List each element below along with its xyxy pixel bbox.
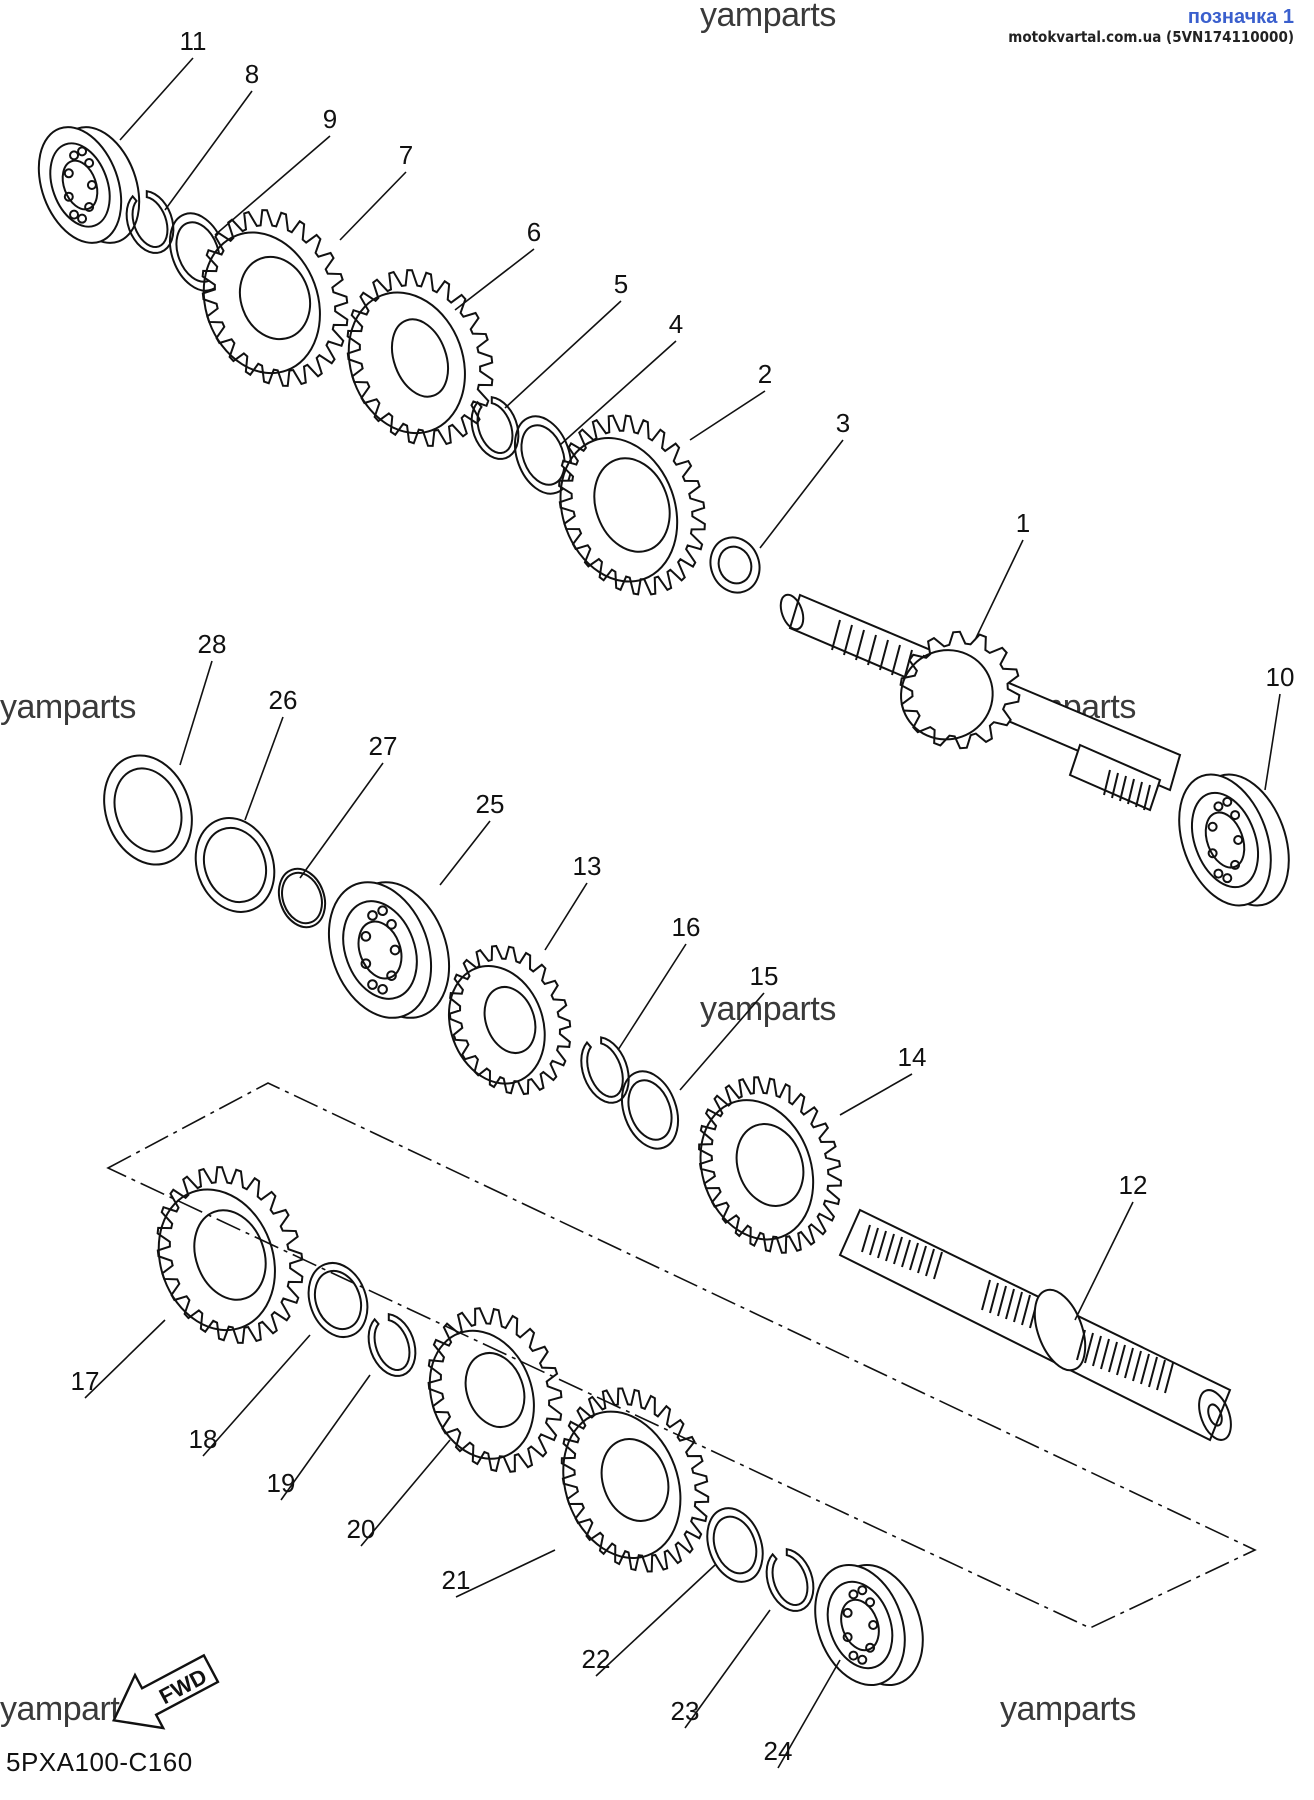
callout-1: 1 <box>1016 508 1030 538</box>
callout-22: 22 <box>582 1644 611 1674</box>
leader-27 <box>299 762 384 879</box>
circlip-16 <box>580 1036 630 1104</box>
leader-4 <box>559 340 677 446</box>
gear-7 <box>201 209 349 387</box>
leader-3 <box>759 439 844 549</box>
callout-17: 17 <box>71 1366 100 1396</box>
callout-18: 18 <box>189 1424 218 1454</box>
callout-5: 5 <box>614 269 628 299</box>
watermark-center: yamparts <box>700 990 836 1028</box>
leader-12 <box>1074 1201 1134 1321</box>
gear-2 <box>558 414 706 596</box>
callout-7: 7 <box>399 140 413 170</box>
stamp-source: motokvartal.com.ua (5VN174110000) <box>1008 28 1294 46</box>
drive-axle <box>838 1208 1232 1442</box>
leader-17 <box>84 1319 166 1399</box>
callout-20: 20 <box>347 1514 376 1544</box>
collar-3 <box>709 536 761 594</box>
leader-18 <box>202 1334 311 1457</box>
gear-17 <box>156 1166 304 1344</box>
diagram-code: 5PXA100-C160 <box>6 1747 193 1777</box>
callout-14: 14 <box>898 1042 927 1072</box>
leader-21 <box>455 1549 556 1598</box>
watermark-left: yamparts <box>0 688 136 726</box>
leader-10 <box>1264 693 1281 791</box>
leader-14 <box>839 1073 913 1116</box>
leader-8 <box>164 90 253 211</box>
leader-19 <box>280 1374 371 1501</box>
main-axle <box>779 593 1182 812</box>
leader-15 <box>679 992 765 1091</box>
washer-4 <box>513 415 573 495</box>
leader-28 <box>179 660 213 766</box>
gear-13 <box>447 944 572 1096</box>
leader-16 <box>617 943 687 1051</box>
callout-21: 21 <box>442 1565 471 1595</box>
circlip-23 <box>765 1547 815 1612</box>
leader-13 <box>544 882 588 951</box>
callout-6: 6 <box>527 217 541 247</box>
leader-25 <box>439 820 491 886</box>
washer-15 <box>620 1070 680 1150</box>
bearing-25 <box>327 881 451 1019</box>
leader-24 <box>777 1659 841 1769</box>
leader-5 <box>504 300 622 409</box>
callout-26: 26 <box>269 685 298 715</box>
o-ring-27 <box>277 867 327 929</box>
leader-2 <box>689 390 766 441</box>
watermark-top: yamparts <box>700 0 836 34</box>
callout-19: 19 <box>267 1468 296 1498</box>
washer-18 <box>307 1262 369 1338</box>
leader-9 <box>214 135 331 236</box>
gear-14 <box>698 1076 842 1254</box>
callout-13: 13 <box>573 851 602 881</box>
callout-25: 25 <box>476 789 505 819</box>
leader-20 <box>360 1439 451 1547</box>
circlip-19 <box>367 1312 417 1377</box>
circlip-5 <box>470 395 520 460</box>
leader-11 <box>119 57 194 141</box>
callout-11: 11 <box>180 26 207 56</box>
callout-27: 27 <box>369 731 398 761</box>
fwd-arrow: FWD <box>112 1653 220 1730</box>
axle-integral-gear <box>899 630 1021 750</box>
source-stamp: позначка 1 motokvartal.com.ua (5VN174110… <box>1008 6 1294 46</box>
watermark-bottom-left: yamparts <box>0 1690 136 1728</box>
stamp-label: позначка 1 <box>1187 6 1294 28</box>
callout-24: 24 <box>764 1736 793 1766</box>
callout-12: 12 <box>1119 1170 1148 1200</box>
leader-6 <box>454 248 535 311</box>
washer-22 <box>706 1507 764 1583</box>
callout-8: 8 <box>245 59 259 89</box>
callout-2: 2 <box>758 359 772 389</box>
collar-26 <box>194 817 276 913</box>
callout-9: 9 <box>323 104 337 134</box>
callout-3: 3 <box>836 408 850 438</box>
callout-23: 23 <box>671 1696 700 1726</box>
leader-7 <box>339 171 407 241</box>
bearing-10 <box>1178 773 1290 907</box>
leader-22 <box>595 1564 716 1677</box>
leader-23 <box>684 1609 771 1729</box>
bearing-24 <box>814 1563 924 1687</box>
circlip-8 <box>125 189 175 254</box>
leader-26 <box>244 716 284 821</box>
oil-seal-28 <box>103 754 193 866</box>
gear-21 <box>560 1387 710 1573</box>
shaft-group-boundary <box>106 1082 1257 1629</box>
leader-1 <box>974 539 1024 641</box>
watermark-bottom-right: yamparts <box>1000 1690 1136 1728</box>
gear-6 <box>346 269 494 447</box>
callout-16: 16 <box>672 912 701 942</box>
callout-15: 15 <box>750 961 779 991</box>
callout-4: 4 <box>669 309 683 339</box>
callout-10: 10 <box>1266 662 1295 692</box>
callout-28: 28 <box>198 629 227 659</box>
bearing-11 <box>37 126 141 244</box>
